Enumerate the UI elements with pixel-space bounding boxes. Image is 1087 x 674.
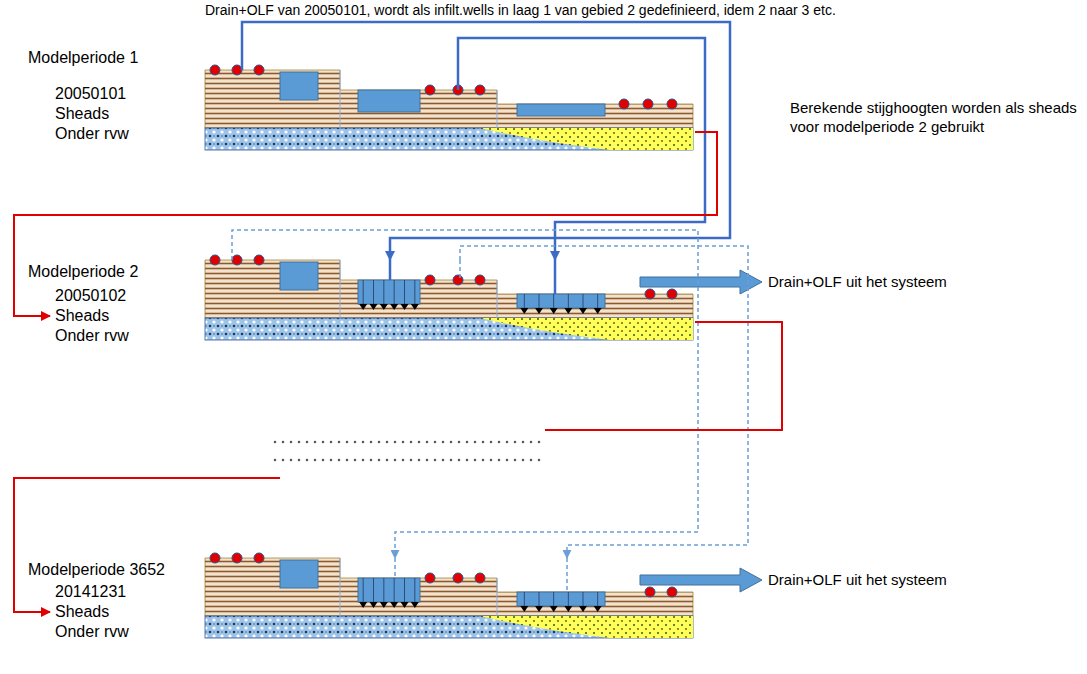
section-profile <box>205 255 693 340</box>
infiltration-wells <box>358 578 605 612</box>
section-profile <box>205 553 693 638</box>
label-holder: Drain+OLF uit het systeem <box>768 272 1068 292</box>
label-holder: Drain+OLF van 20050101, wordt als infilt… <box>205 1 1075 19</box>
period-values: 20050102 Sheads Onder rvw <box>55 286 140 346</box>
flow-stub <box>566 558 568 592</box>
period-1-section <box>205 65 693 150</box>
flow-connector <box>14 322 782 612</box>
period-heading: Modelperiode 3652 <box>28 560 673 580</box>
flow-connector <box>232 230 698 558</box>
model-period: Modelperiode 220050102 Sheads Onder rvw <box>50 260 695 350</box>
flow-connector <box>460 246 748 558</box>
water-basin <box>358 90 420 112</box>
period-3652-section <box>205 553 762 638</box>
flow-connector <box>242 22 730 260</box>
outflow <box>640 270 762 299</box>
model-period: Modelperiode 365220141231 Sheads Onder r… <box>50 558 695 648</box>
flow-stub <box>457 70 460 90</box>
ellipsis-dots <box>275 441 545 444</box>
note-label: Berekende stijghoogten worden als sheads… <box>790 99 1077 135</box>
flow-stub <box>554 260 557 294</box>
infiltration-wells <box>358 280 605 314</box>
drain-dot <box>643 99 653 109</box>
note-label: Drain+OLF van 20050101, wordt als infilt… <box>205 2 836 18</box>
label-holder: Berekende stijghoogten worden als sheads… <box>790 98 1080 136</box>
outflow-label: Drain+OLF uit het systeem <box>768 273 947 290</box>
period-values: 20141231 Sheads Onder rvw <box>55 582 140 642</box>
outflow-label: Drain+OLF uit het systeem <box>768 571 947 588</box>
period-values: 20050101 Sheads Onder rvw <box>55 84 140 144</box>
section-profile <box>205 65 693 150</box>
model-period: Modelperiode 120050101 Sheads Onder rvw <box>50 70 695 160</box>
ellipsis-dots <box>275 459 545 462</box>
outflow <box>640 568 762 597</box>
flow-stub <box>389 260 392 280</box>
drain-dot <box>667 99 677 109</box>
period-heading: Modelperiode 1 <box>28 48 673 68</box>
drain-dot <box>619 99 629 109</box>
label-holder: Drain+OLF uit het systeem <box>768 570 1068 590</box>
flow-stub <box>394 558 396 578</box>
flow-stub <box>459 260 461 280</box>
period-heading: Modelperiode 2 <box>28 262 673 282</box>
flow-connector <box>458 38 705 260</box>
water-basin <box>517 104 605 116</box>
period-2-section <box>205 255 762 340</box>
